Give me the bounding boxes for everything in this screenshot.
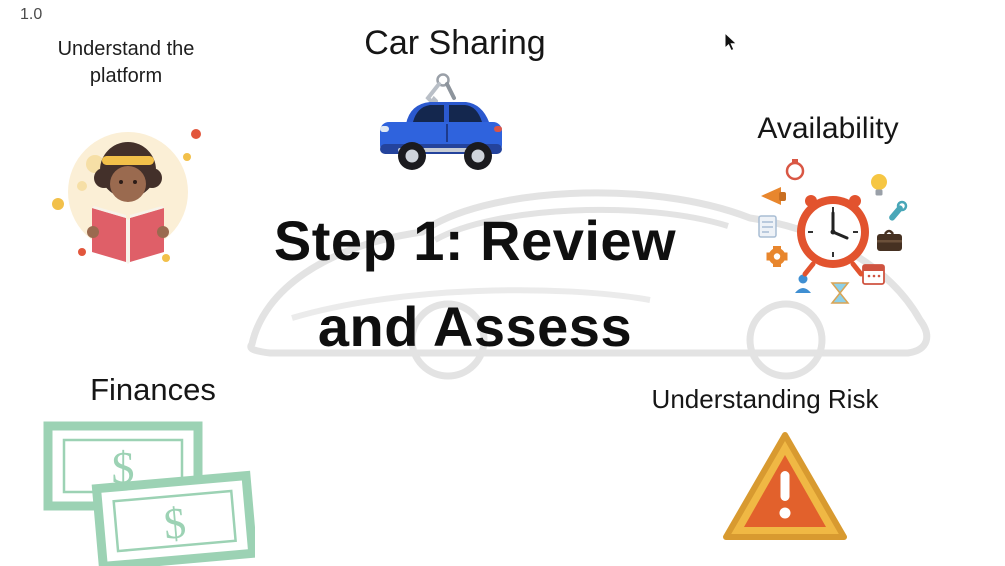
page-number: 1.0 [20,6,43,23]
car-silhouette-background-icon [247,189,931,380]
hourglass-icon [830,282,850,304]
risk-label: Understanding Risk [651,384,879,414]
warning-triangle-icon [723,432,847,540]
lightbulb-icon [871,174,887,196]
finances-label: Finances [90,372,216,407]
alarm-clock-activities-icon [758,159,908,304]
platform-label-line1: Understand the [57,38,195,60]
platform-label: Understand the platform [11,36,241,90]
slide-title: Step 1: Review and Assess [195,198,755,370]
stopwatch-icon [785,159,805,181]
gear-icon [766,246,788,267]
mouse-cursor-icon [724,32,738,52]
slide-title-line2: and Assess [317,295,633,358]
megaphone-icon [761,187,786,205]
calendar-icon [862,264,885,285]
car-keys-icon [425,73,456,106]
blue-suv-with-keys-icon [380,73,502,170]
person-icon [795,274,811,293]
blue-suv-icon [380,102,502,170]
dollar-sign: $ [112,442,135,493]
wrench-icon [889,200,908,221]
briefcase-icon [877,229,902,251]
person-reading-icon [52,129,201,264]
dollar-bills-icon: $ $ [43,421,255,566]
dollar-bill-front: $ [91,470,255,566]
slide-title-line1: Step 1: Review [273,209,677,272]
availability-label: Availability [757,112,899,145]
car-sharing-label: Car Sharing [364,24,546,62]
dollar-sign: $ [162,498,188,549]
platform-label-line2: platform [89,65,163,87]
document-icon [758,215,777,238]
alarm-clock-icon [797,195,869,277]
